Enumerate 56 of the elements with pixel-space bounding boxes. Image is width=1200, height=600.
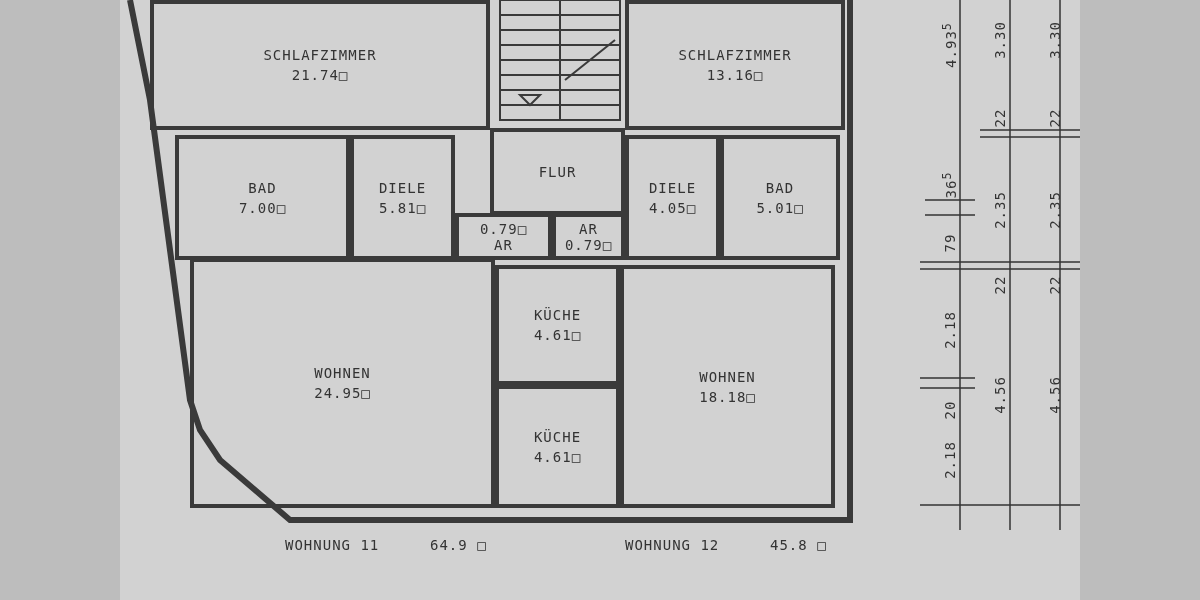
apartment-label: 45.8 □ (770, 538, 827, 552)
room-label: WOHNEN (699, 369, 756, 384)
room (552, 213, 625, 260)
apartment-label: WOHNUNG 12 (625, 538, 720, 552)
room-label: DIELE (378, 180, 427, 195)
dimension-label: 2.18 (943, 441, 957, 479)
room (150, 0, 490, 130)
room-label: 0.79□ (479, 221, 528, 236)
dimension-label: 20 (943, 400, 957, 420)
dimension-label: 2.18 (943, 311, 957, 349)
room-label: 24.95□ (314, 386, 371, 400)
room (495, 385, 620, 508)
dimension-label: 22 (993, 275, 1007, 295)
dimension-label: 4.56 (1048, 376, 1062, 414)
room-label: KÜCHE (533, 308, 582, 322)
room-label: 4.05□ (648, 200, 697, 215)
room-label: 13.16□ (706, 68, 764, 82)
room-label: AR (494, 237, 513, 252)
room (720, 135, 840, 260)
room-label: BAD (765, 180, 795, 195)
room-label: FLUR (538, 164, 577, 179)
room (350, 135, 455, 260)
room (620, 265, 835, 508)
room (175, 135, 350, 260)
dimension-label: 22 (1048, 108, 1062, 128)
room-label: 5.01□ (756, 200, 804, 215)
room-label: 18.18□ (699, 389, 756, 404)
dimension-label: 3.30 (993, 21, 1007, 59)
apartment-label: 64.9 □ (430, 538, 487, 552)
room-label: DIELE (648, 180, 697, 195)
room (490, 128, 625, 215)
room-label: 7.00□ (238, 200, 287, 215)
room-label: SCHLAFZIMMER (263, 48, 377, 62)
room-label: BAD (248, 180, 277, 195)
room-label: 5.81□ (378, 200, 427, 215)
dimension-label: 3.30 (1048, 21, 1062, 59)
room-label: 4.61□ (533, 328, 582, 342)
room (625, 135, 720, 260)
room (495, 265, 620, 385)
room-label: SCHLAFZIMMER (678, 48, 792, 62)
room (625, 0, 845, 130)
room-label: AR (579, 221, 598, 236)
room-label: 21.74□ (291, 68, 349, 82)
room-label: WOHNEN (314, 366, 371, 380)
room-label: KÜCHE (533, 429, 582, 444)
room (190, 258, 495, 508)
apartment-label: WOHNUNG 11 (285, 538, 380, 552)
room-label: 4.61□ (533, 449, 582, 464)
dimension-label: 79 (943, 233, 957, 253)
room (455, 213, 552, 260)
dimension-label: 4.56 (993, 376, 1007, 414)
room-label: 0.79□ (564, 237, 613, 252)
dimension-label: 22 (993, 108, 1007, 128)
dimension-label: 2.35 (993, 191, 1007, 229)
dimension-label: 22 (1048, 275, 1062, 295)
dimension-label: 2.35 (1048, 191, 1062, 229)
